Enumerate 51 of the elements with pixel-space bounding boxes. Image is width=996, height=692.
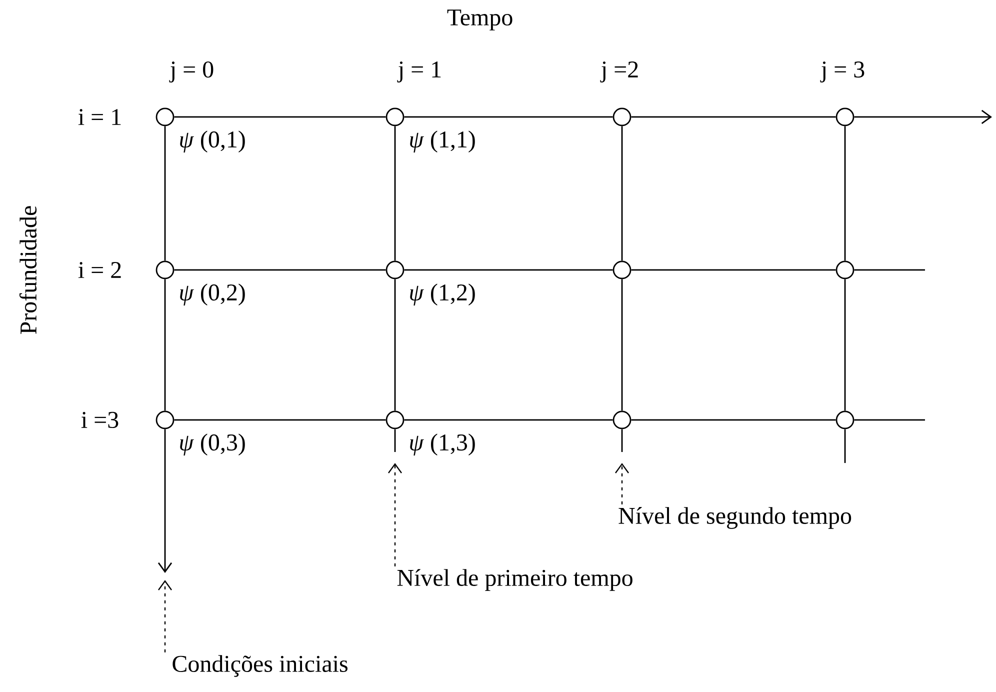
annotation-text: Nível de primeiro tempo — [397, 569, 632, 591]
grid-line — [621, 429, 623, 452]
leader-arrow — [388, 462, 402, 566]
axis-title: Profundidade — [19, 206, 37, 334]
grid-point-label: ψ (1,2) — [410, 284, 475, 306]
grid-line — [854, 419, 925, 421]
grid-point-label: ψ (0,2) — [180, 284, 245, 306]
grid-point-label: ψ (1,1) — [410, 130, 475, 152]
grid-point — [386, 108, 404, 126]
arrow — [854, 110, 992, 124]
grid-point — [156, 410, 174, 430]
annotation-text: Nível de segundo tempo — [618, 507, 852, 529]
grid-line — [174, 419, 386, 421]
grid-line — [631, 116, 836, 118]
index-label: i = 1 — [78, 109, 121, 125]
grid-line — [164, 279, 166, 411]
grid-line — [174, 116, 386, 118]
grid-point — [836, 108, 854, 126]
grid-line — [844, 279, 846, 411]
leader-arrow — [615, 462, 629, 504]
grid-line — [404, 419, 613, 421]
grid-line — [621, 279, 623, 411]
grid-point-label: ψ (0,1) — [180, 130, 245, 152]
grid-point — [612, 260, 632, 280]
annotation-text: Condições iniciais — [172, 655, 348, 677]
grid-line — [631, 269, 836, 271]
grid-line — [844, 429, 846, 463]
grid-line — [631, 419, 836, 421]
arrow — [158, 429, 172, 573]
grid-point — [156, 108, 174, 126]
grid-line — [404, 116, 613, 118]
grid-point — [386, 410, 404, 430]
grid-line — [164, 126, 166, 261]
grid-point-label: ψ (0,3) — [180, 434, 245, 456]
grid-line — [854, 269, 925, 271]
grid-point — [612, 410, 632, 430]
grid-line — [174, 269, 386, 271]
axis-title: Tempo — [447, 10, 512, 30]
grid-line — [404, 269, 613, 271]
grid-line — [394, 279, 396, 411]
grid-point-label: ψ (1,3) — [410, 434, 475, 456]
grid-point — [386, 260, 404, 280]
grid-point — [156, 260, 174, 280]
grid-point — [836, 410, 854, 430]
grid-line — [621, 126, 623, 261]
grid-point — [836, 260, 854, 280]
grid-line — [394, 429, 396, 452]
grid-line — [844, 126, 846, 261]
grid-point — [612, 108, 632, 126]
leader-arrow — [158, 580, 172, 652]
grid-line — [394, 126, 396, 261]
